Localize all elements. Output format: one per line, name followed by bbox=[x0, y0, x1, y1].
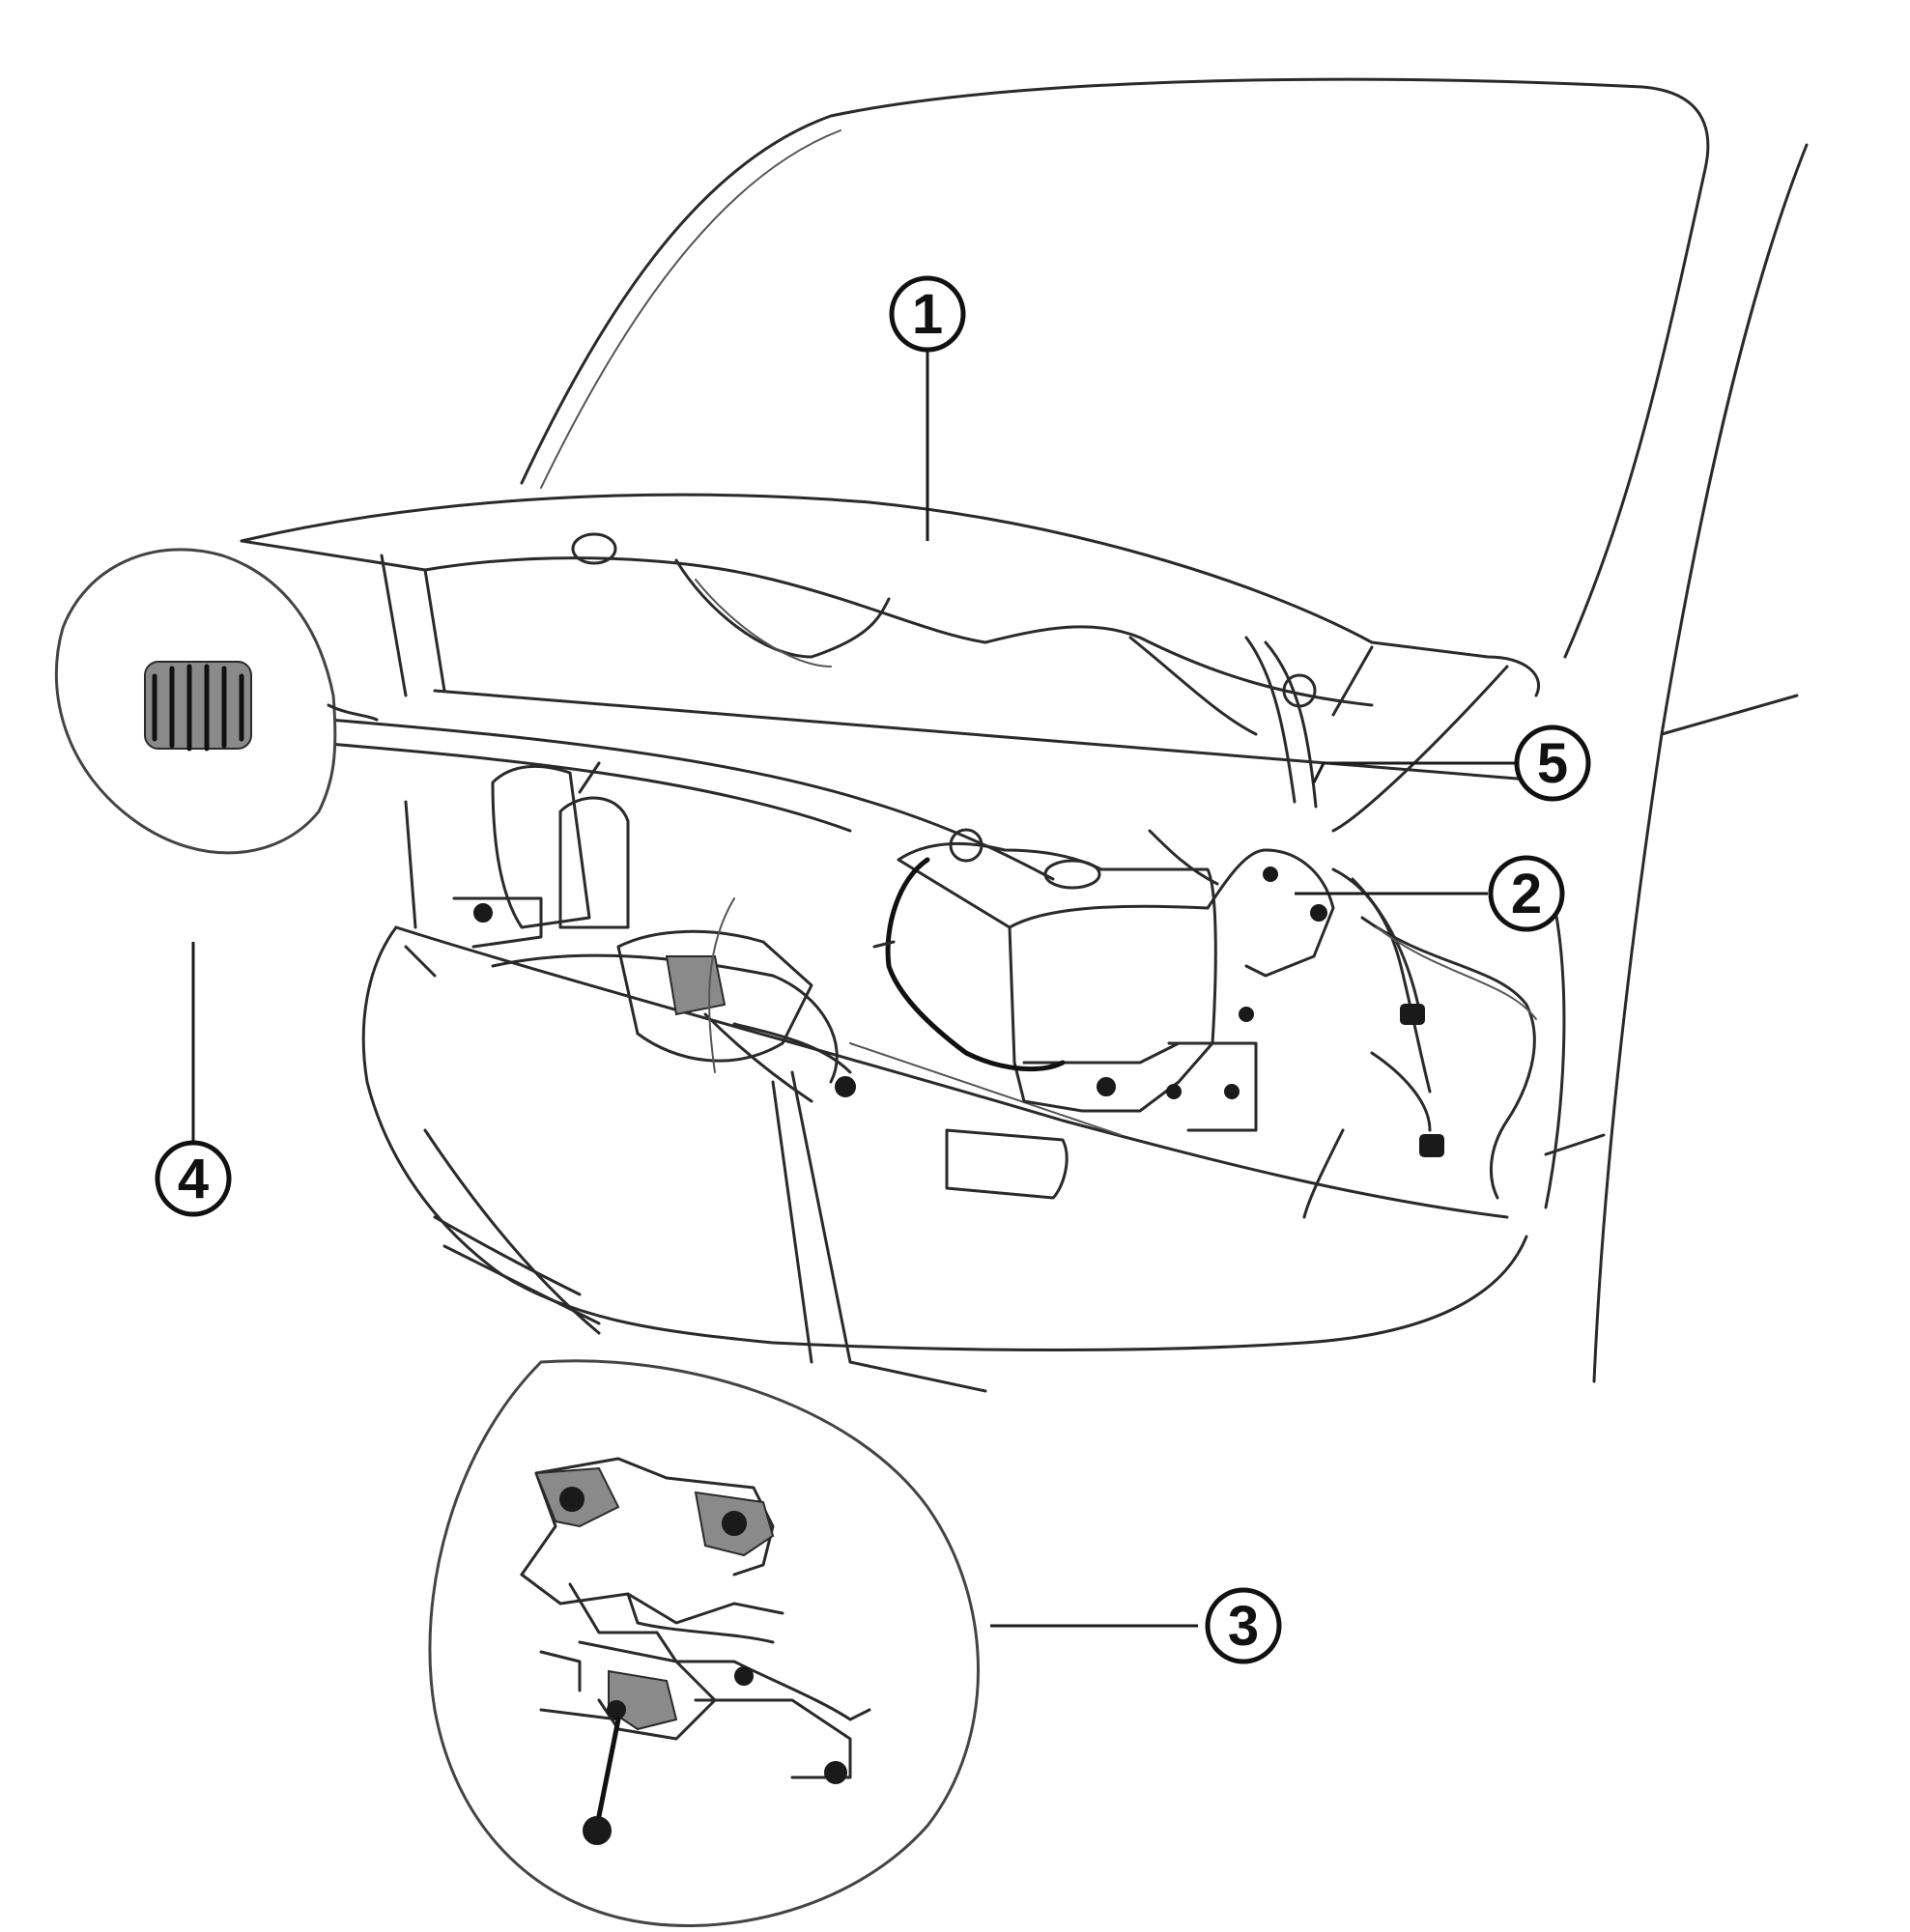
liftgate-glass-frame bbox=[423, 77, 1710, 784]
callout-5: 5 bbox=[1514, 724, 1591, 802]
liftgate-inner-panel bbox=[240, 493, 1540, 833]
callout-1-label: 1 bbox=[912, 283, 943, 346]
callout-1: 1 bbox=[889, 275, 966, 353]
callout-3-label: 3 bbox=[1228, 1595, 1259, 1658]
detail-circle-4 bbox=[54, 548, 379, 855]
leader-lines bbox=[191, 350, 1515, 1628]
callout-2-label: 2 bbox=[1511, 863, 1542, 925]
liftgate-lower-shell bbox=[327, 718, 1566, 1393]
washer-reservoir bbox=[872, 828, 1335, 1132]
callout-5-label: 5 bbox=[1537, 732, 1568, 795]
callout-4: 4 bbox=[155, 1140, 232, 1217]
callout-2: 2 bbox=[1488, 855, 1565, 932]
callout-3: 3 bbox=[1205, 1587, 1282, 1664]
callout-4-label: 4 bbox=[178, 1148, 209, 1210]
wiring-harness bbox=[1302, 867, 1537, 1219]
detail-circle-3 bbox=[428, 1070, 980, 1927]
wiper-motor-assembly bbox=[404, 761, 1122, 1136]
